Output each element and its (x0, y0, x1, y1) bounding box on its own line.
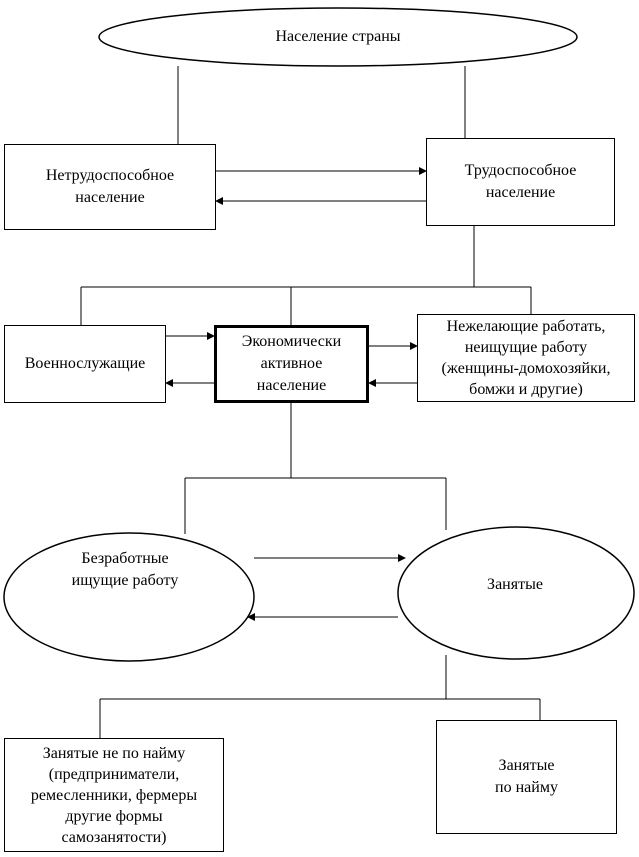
military-box: Военнослужащие (4, 325, 166, 403)
hired-label: Занятые по найму (495, 757, 558, 796)
non-working-age-label: Нетрудоспособное население (45, 167, 175, 206)
working-age-label: Трудоспособное население (464, 162, 577, 201)
employed-ellipse (397, 526, 635, 660)
military-label: Военнослужащие (24, 355, 146, 372)
population-ellipse (98, 7, 578, 67)
working-age-box: Трудоспособное население (426, 138, 615, 226)
population-label: Население страны (275, 28, 401, 45)
economically-active-label: Экономически активное население (241, 333, 342, 394)
population-node: Население страны (99, 8, 577, 66)
self-employed-label: Занятые не по найму (предприниматели, ре… (30, 744, 198, 846)
unemployed-node: Безработные ищущие работу (20, 540, 230, 600)
hired-box: Занятые по найму (436, 720, 617, 834)
self-employed-box: Занятые не по найму (предприниматели, ре… (4, 738, 224, 852)
not-seeking-label: Нежелающие работать, неищущие работу (же… (441, 318, 611, 398)
employed-node: Занятые (420, 570, 610, 600)
not-seeking-box: Нежелающие работать, неищущие работу (же… (417, 314, 635, 402)
non-working-age-box: Нетрудоспособное население (4, 144, 216, 230)
unemployed-ellipse (3, 532, 255, 662)
employed-label: Занятые (487, 576, 543, 593)
economically-active-box: Экономически активное население (214, 325, 369, 403)
unemployed-label: Безработные ищущие работу (71, 550, 179, 589)
